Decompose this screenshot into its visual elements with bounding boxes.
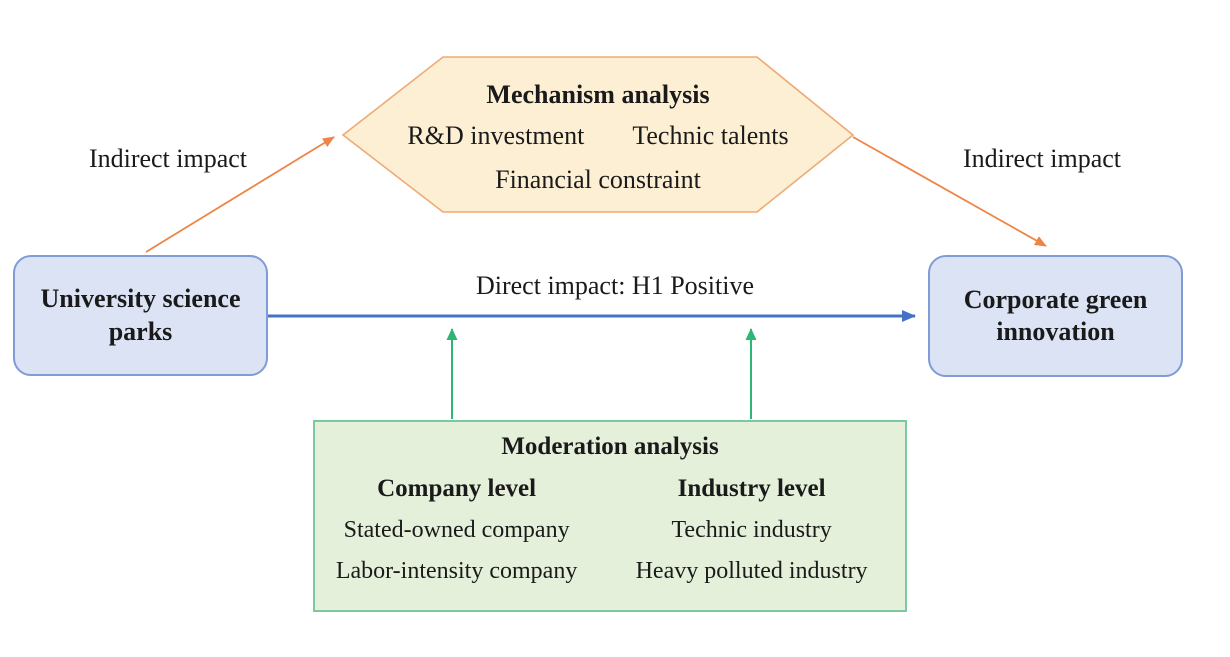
mechanism-title: Mechanism analysis <box>486 80 710 109</box>
indirect-impact-arrow-right <box>852 136 1047 247</box>
moderation-item-technic-industry: Technic industry <box>671 517 832 543</box>
moderation-analysis-box: Moderation analysis Company level Indust… <box>313 420 907 612</box>
direct-impact-label: Direct impact: H1 Positive <box>475 271 754 300</box>
moderation-item-heavy-polluted-industry: Heavy polluted industry <box>635 558 868 584</box>
corporate-green-innovation-label: Corporate green innovation <box>963 284 1148 347</box>
mechanism-item-technic-talents: Technic talents <box>632 121 789 150</box>
mechanism-hexagon-shape <box>341 56 855 213</box>
moderation-company-level-header: Company level <box>377 475 537 502</box>
moderation-item-labor-intensity-company: Labor-intensity company <box>335 558 578 584</box>
mechanism-items-row: R&D investment Technic talents <box>343 121 853 151</box>
moderation-grid: Company level Industry level Stated-owne… <box>315 474 905 586</box>
mechanism-item-rd-investment: R&D investment <box>407 121 585 150</box>
mechanism-item-financial-constraint: Financial constraint <box>495 165 701 194</box>
moderation-item-stated-owned-company: Stated-owned company <box>343 517 570 543</box>
university-science-parks-label: University science parks <box>40 284 241 346</box>
moderation-title: Moderation analysis <box>501 433 719 460</box>
moderation-industry-level-header: Industry level <box>677 475 826 502</box>
corporate-green-innovation-node: Corporate green innovation <box>928 255 1183 377</box>
indirect-impact-label-left: Indirect impact <box>88 144 248 173</box>
indirect-impact-label-right: Indirect impact <box>962 144 1122 173</box>
indirect-impact-arrow-left <box>145 136 335 253</box>
university-science-parks-node: University science parks <box>13 255 268 376</box>
